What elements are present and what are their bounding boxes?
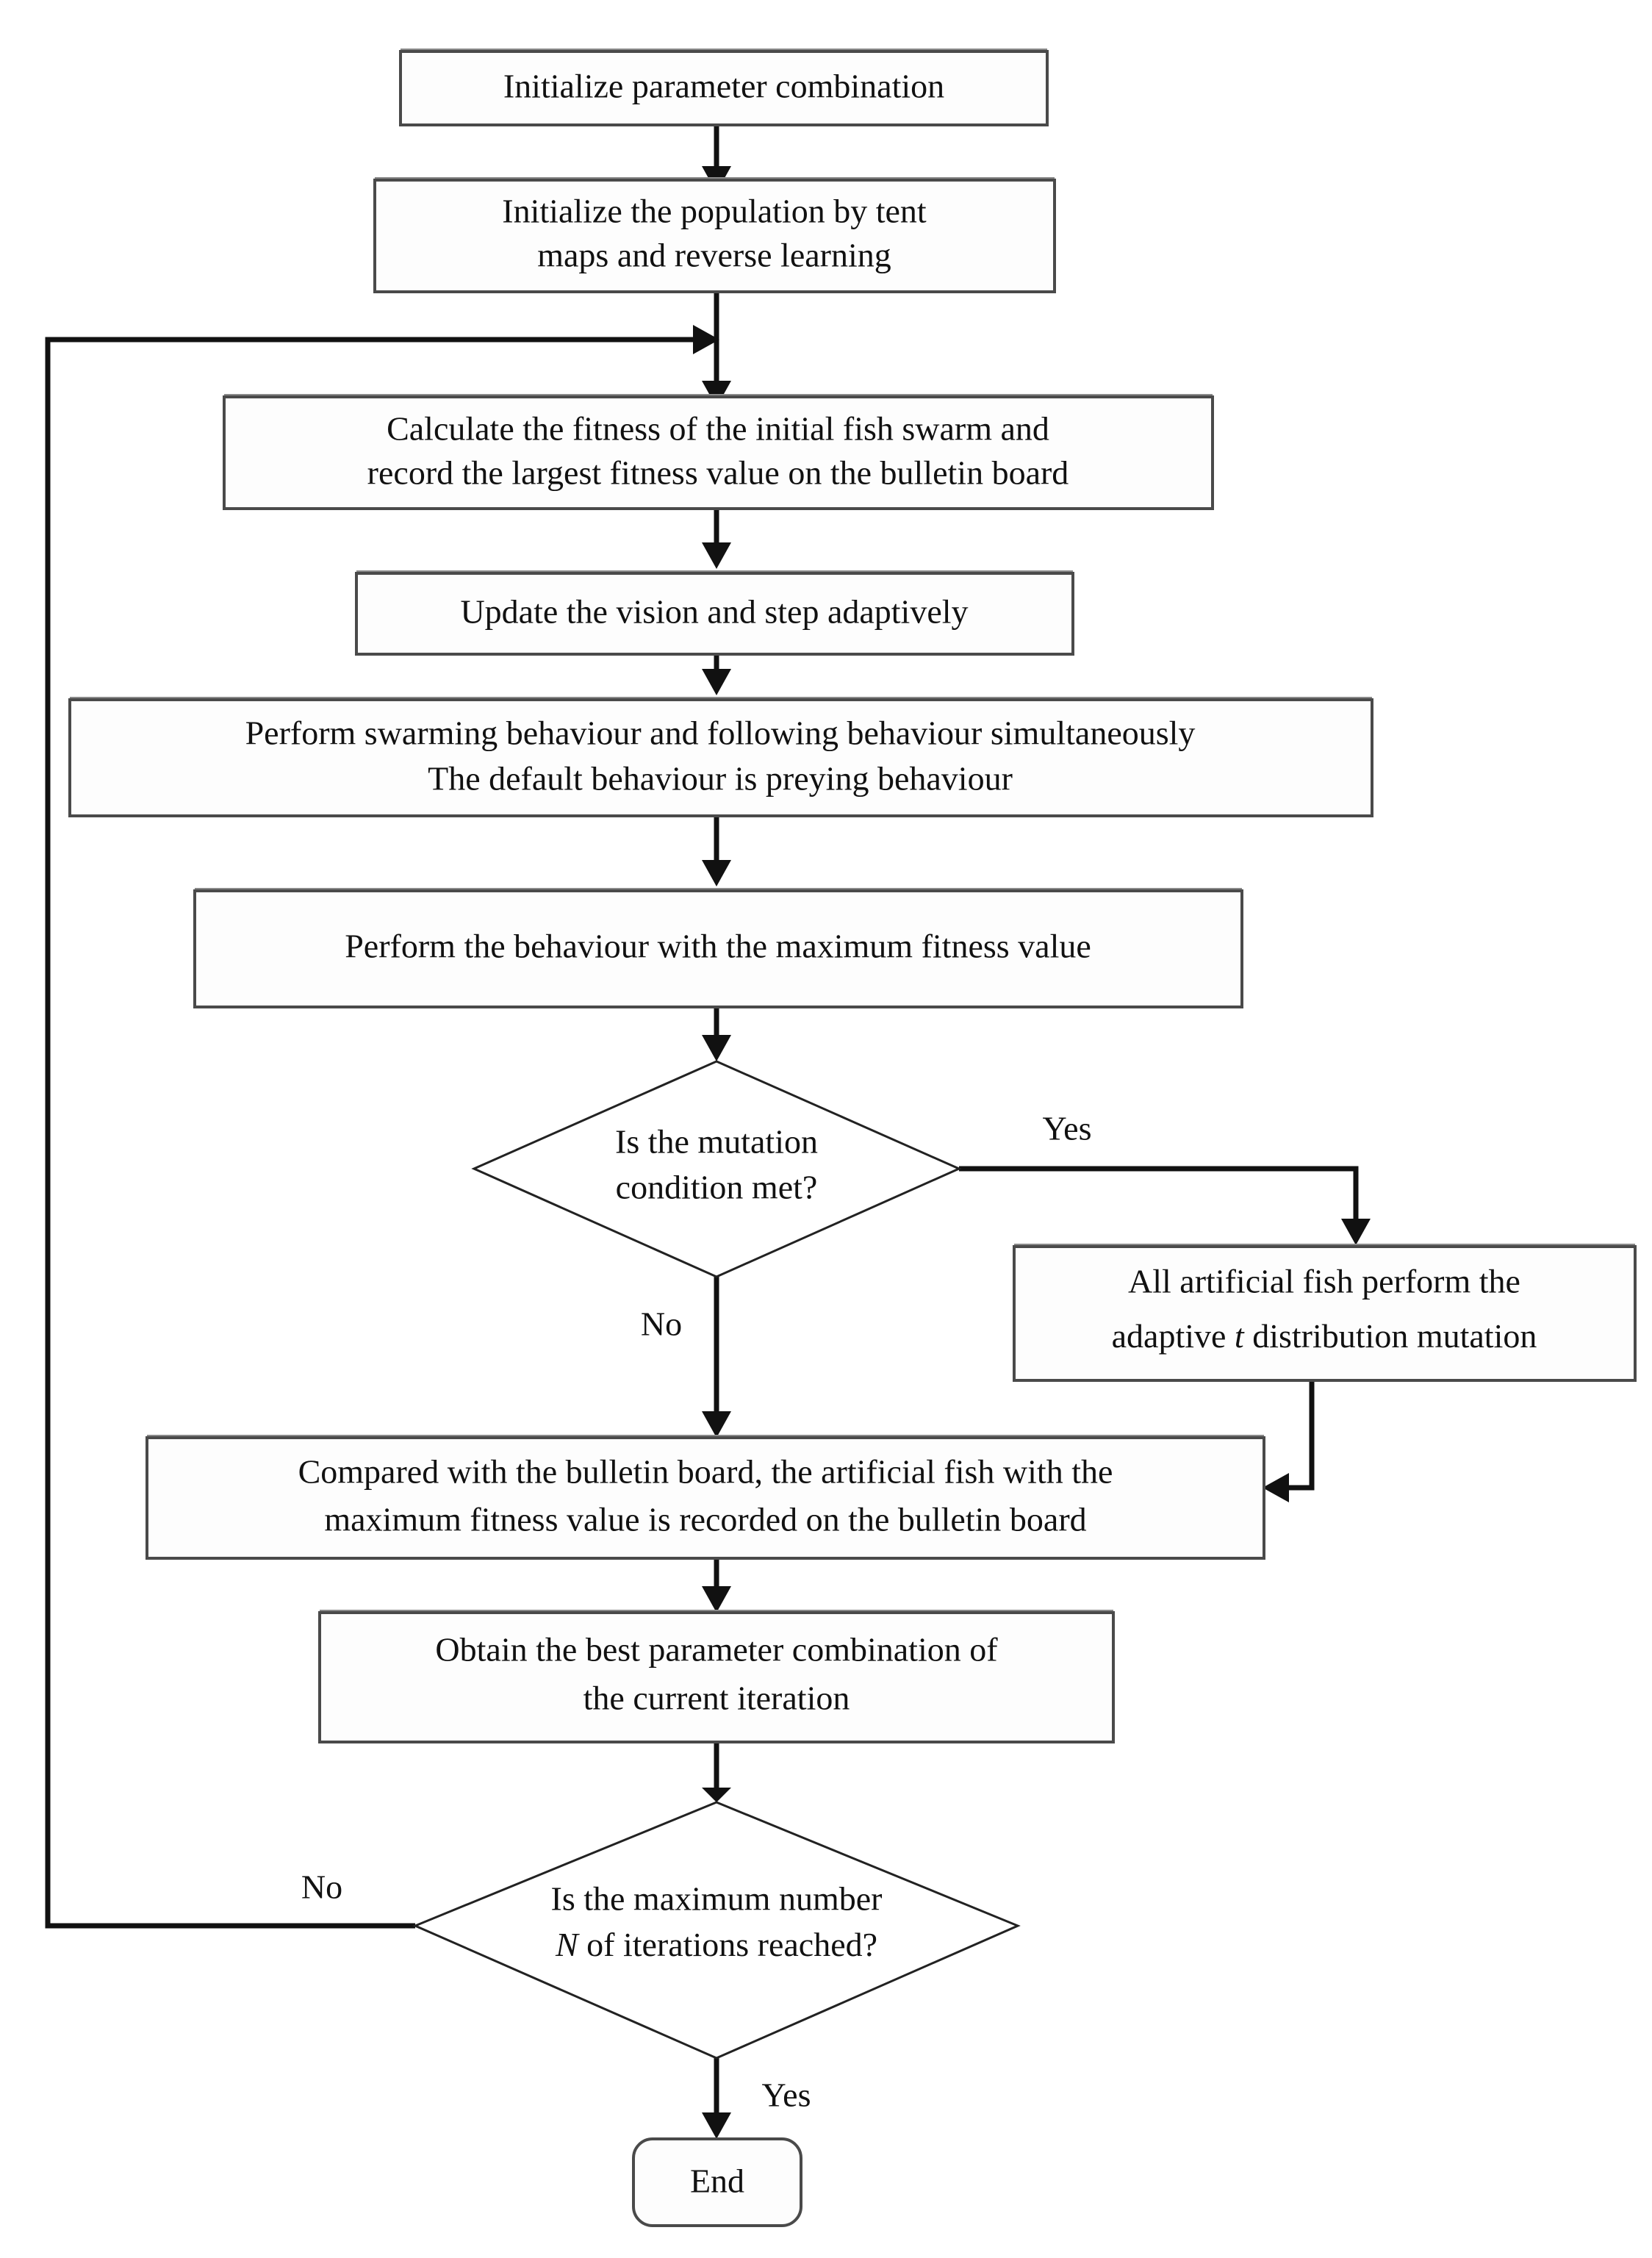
node-init-population-line2: maps and reverse learning [537,237,891,274]
node-calculate-fitness[interactable]: Calculate the fitness of the initial fis… [223,394,1214,510]
connector-swarming-to-maxfitness [702,816,731,886]
node-end-terminator[interactable]: End [632,2137,802,2227]
connector-bulletin-to-obtain [702,1558,731,1613]
mutation-line2-italic-t: t [1235,1317,1245,1355]
node-init-parameter-combination[interactable]: Initialize parameter combination [399,49,1049,126]
node-adaptive-t-mutation-line2: adaptive t distribution mutation [1112,1317,1537,1355]
node-max-iterations-line1: Is the maximum number [551,1880,883,1918]
node-adaptive-t-mutation[interactable]: All artificial fish perform the adaptive… [1013,1244,1637,1382]
iterations-italic-N: N [555,1926,580,1963]
node-perform-max-fitness-behaviour[interactable]: Perform the behaviour with the maximum f… [193,888,1243,1008]
node-calculate-fitness-line2: record the largest fitness value on the … [367,454,1069,492]
node-calculate-fitness-line1: Calculate the fitness of the initial fis… [387,410,1049,448]
mutation-line2-part-a: adaptive [1112,1317,1235,1355]
node-compare-bulletin-board[interactable]: Compared with the bulletin board, the ar… [146,1435,1265,1560]
node-perform-swarming-following[interactable]: Perform swarming behaviour and following… [68,697,1373,817]
node-mutation-decision-line1: Is the mutation [615,1123,818,1161]
iterations-line2-rest: of iterations reached? [578,1926,877,1963]
node-init-population[interactable]: Initialize the population by tent maps a… [373,177,1056,293]
connector-calculate-to-update [702,507,731,569]
connector-update-to-swarming [702,654,731,695]
connector-population-to-calculate [702,290,731,407]
node-update-vision-step-label: Update the vision and step adaptively [460,593,968,631]
connector-obtain-to-iterations-decision [702,1742,731,1802]
edge-label-iterations-no: No [301,1868,342,1906]
mutation-line2-part-c: distribution mutation [1244,1317,1537,1355]
node-compare-bulletin-line2: maximum fitness value is recorded on the… [324,1501,1086,1538]
node-obtain-best-line2: the current iteration [583,1680,850,1717]
connector-mutation-yes-to-mutation-box [959,1166,1371,1245]
node-perform-swarming-line2: The default behaviour is preying behavio… [428,760,1013,798]
connector-iteration-feedback-loop [45,325,719,1929]
node-perform-max-fitness-label: Perform the behaviour with the maximum f… [345,928,1091,965]
node-update-vision-step[interactable]: Update the vision and step adaptively [355,570,1074,656]
connector-mutation-box-to-bulletin [1263,1380,1315,1502]
node-mutation-decision-line2: condition met? [616,1169,818,1206]
node-max-iterations-line2: N of iterations reached? [555,1926,877,1963]
connector-mutation-no-to-bulletin [702,1277,731,1438]
node-max-iterations-decision[interactable]: Is the maximum number N of iterations re… [412,1801,1021,2060]
node-obtain-best-combination[interactable]: Obtain the best parameter combination of… [318,1610,1115,1743]
connector-iterations-yes-to-end [702,2058,731,2139]
node-mutation-condition-decision[interactable]: Is the mutation condition met? [471,1060,962,1278]
edge-label-mutation-yes: Yes [1043,1110,1092,1147]
node-init-parameter-combination-label: Initialize parameter combination [503,68,944,105]
connector-maxfitness-to-mutation-decision [702,1007,731,1061]
edge-label-iterations-yes: Yes [762,2076,811,2114]
node-adaptive-t-mutation-line1: All artificial fish perform the [1128,1263,1520,1300]
node-obtain-best-line1: Obtain the best parameter combination of [435,1631,998,1669]
node-end-label: End [690,2162,744,2200]
edge-label-mutation-no: No [641,1305,682,1343]
node-perform-swarming-line1: Perform swarming behaviour and following… [245,714,1196,752]
node-compare-bulletin-line1: Compared with the bulletin board, the ar… [298,1453,1113,1491]
node-init-population-line1: Initialize the population by tent [502,193,927,230]
